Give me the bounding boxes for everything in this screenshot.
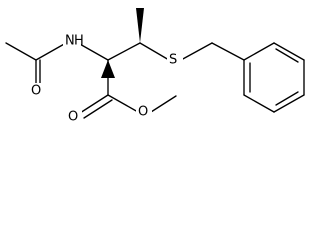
bond-alpha-to-beta-carbon	[107, 42, 141, 61]
bond-ester-carbonyl-double-2	[83, 99, 113, 119]
bond-ester-carbonyl-double-1	[79, 94, 109, 114]
amide-oxygen-label-background	[29, 83, 45, 99]
atom-label-layer: N H O S O O	[29, 31, 183, 125]
molecule-drawing: N H O S O O	[5, 8, 305, 125]
bond-ring-inner-1	[275, 48, 299, 63]
atom-label-o-ester: O	[138, 105, 148, 120]
atom-label-s: S	[169, 53, 177, 68]
bond-layer	[5, 42, 305, 119]
wedge-bond-beta-carbon	[136, 8, 144, 43]
bond-benzyl-carbon-ring	[211, 42, 245, 61]
bond-ring-5	[243, 94, 275, 113]
bond-ring-1	[243, 42, 275, 61]
atom-label-h: H	[74, 34, 84, 49]
carbonyl-oxygen-label-background	[66, 109, 82, 125]
atom-label-o-carbonyl: O	[68, 110, 78, 125]
bond-methyl-carbonyl	[5, 42, 37, 61]
bond-ester-carbon-to-oxygen	[107, 94, 139, 113]
nitrogen-label-background	[63, 31, 81, 49]
atom-label-o-amide: O	[31, 84, 41, 99]
bond-ring-2	[273, 42, 305, 61]
stereo-layer	[101, 8, 144, 78]
bond-beta-to-sulfur	[139, 42, 170, 61]
bond-carbonyl-nitrogen	[35, 42, 67, 61]
wedge-bond-alpha-carbon	[101, 60, 115, 78]
bond-sulfur-benzyl-carbon	[180, 42, 213, 61]
ester-oxygen-label-background	[136, 104, 152, 120]
atom-label-n: N	[65, 34, 75, 49]
bond-nitrogen-alpha-carbon	[77, 42, 109, 61]
sulfur-label-background	[167, 52, 183, 68]
bond-ester-oxygen-to-methyl	[150, 95, 177, 113]
chemical-structure-canvas: N H O S O O	[5, 8, 305, 125]
bond-ring-inner-2	[275, 91, 299, 106]
bond-ring-4	[273, 94, 305, 113]
